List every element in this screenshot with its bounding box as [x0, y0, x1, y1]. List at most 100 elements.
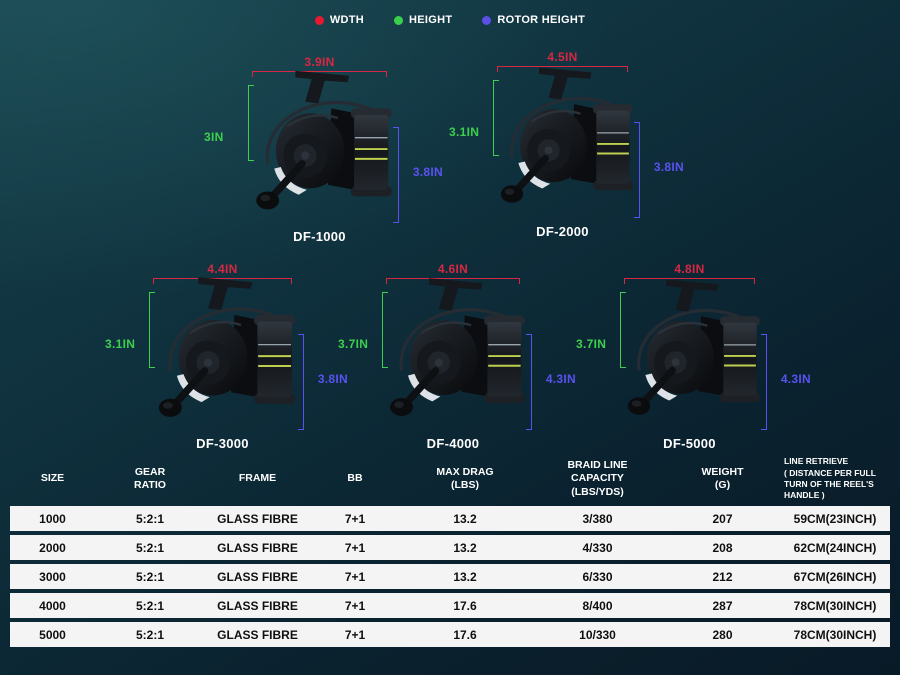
cell-bb: 7+1 — [344, 569, 366, 584]
cell-size: 1000 — [39, 511, 66, 526]
reel-image — [240, 67, 403, 223]
cell-max-drag: 17.6 — [453, 627, 477, 642]
cell-bb: 7+1 — [344, 598, 366, 613]
legend-label: HEIGHT — [409, 14, 453, 26]
cell-frame: GLASS FIBRE — [217, 598, 298, 613]
cell-max-drag: 13.2 — [453, 540, 477, 555]
height-dimension-label: 3.7IN — [338, 337, 369, 351]
cell-bb: 7+1 — [344, 540, 366, 555]
header-frame: FRAME — [238, 472, 277, 485]
cell-frame: GLASS FIBRE — [217, 627, 298, 642]
cell-bb: 7+1 — [344, 511, 366, 526]
cell-gear-ratio: 5:2:1 — [135, 540, 164, 555]
table-header-row: SIZE GEAR RATIO FRAME BB MAX DRAG (LBS) … — [10, 455, 890, 503]
cell-gear-ratio: 5:2:1 — [135, 627, 164, 642]
header-size: SIZE — [40, 472, 65, 485]
cell-line-retrieve: 62CM(24INCH) — [793, 540, 877, 555]
rotor-height-dimension-label: 3.8IN — [412, 165, 443, 179]
reel-figure-df-4000: 4.6IN 3.7IN 4.3IN DF-4000 — [338, 262, 576, 451]
cell-weight: 212 — [712, 569, 733, 584]
rotor-height-dimension-label: 4.3IN — [780, 372, 811, 386]
width-dimension-label: 4.4IN — [207, 262, 238, 276]
table-row: 5000 5:2:1 GLASS FIBRE 7+1 17.6 10/330 2… — [10, 622, 890, 647]
rotor-height-legend-dot-icon — [482, 15, 492, 25]
header-max-drag: MAX DRAG (LBS) — [436, 465, 494, 491]
model-label: DF-5000 — [663, 436, 716, 451]
height-legend-dot-icon — [394, 15, 404, 25]
rotor-height-bracket — [393, 127, 399, 223]
height-dimension-label: 3.7IN — [576, 337, 607, 351]
width-dimension: 4.4IN — [153, 262, 292, 284]
reel-figure-df-5000: 4.8IN 3.7IN 4.3IN DF-5000 — [576, 262, 811, 451]
cell-frame: GLASS FIBRE — [217, 569, 298, 584]
cell-gear-ratio: 5:2:1 — [135, 511, 164, 526]
table-row: 3000 5:2:1 GLASS FIBRE 7+1 13.2 6/330 21… — [10, 564, 890, 589]
cell-weight: 208 — [712, 540, 733, 555]
cell-frame: GLASS FIBRE — [217, 540, 298, 555]
cell-line-retrieve: 59CM(23INCH) — [793, 511, 877, 526]
table-row: 4000 5:2:1 GLASS FIBRE 7+1 17.6 8/400 28… — [10, 593, 890, 618]
width-legend-dot-icon — [314, 15, 324, 25]
header-line-retrieve: LINE RETRIEVE ( DISTANCE PER FULL TURN O… — [784, 456, 876, 501]
width-bracket — [624, 278, 755, 284]
cell-size: 4000 — [39, 598, 66, 613]
width-dimension: 4.8IN — [624, 262, 755, 284]
legend: WDTH HEIGHT ROTOR HEIGHT — [0, 14, 900, 26]
cell-weight: 207 — [712, 511, 733, 526]
height-bracket — [149, 292, 155, 368]
reel-image — [141, 274, 308, 430]
cell-frame: GLASS FIBRE — [217, 511, 298, 526]
width-bracket — [386, 278, 520, 284]
cell-max-drag: 13.2 — [453, 511, 477, 526]
rotor-height-bracket — [298, 334, 304, 430]
cell-weight: 287 — [712, 598, 733, 613]
cell-size: 5000 — [39, 627, 66, 642]
reel-figure-df-3000: 4.4IN 3.1IN 3.8IN DF-3000 — [105, 262, 348, 451]
rotor-height-bracket — [634, 122, 640, 218]
header-bb: BB — [347, 472, 363, 485]
cell-line-retrieve: 78CM(30INCH) — [793, 627, 877, 642]
reel-image — [485, 62, 644, 218]
rotor-height-dimension-label: 3.8IN — [653, 160, 684, 174]
model-label: DF-1000 — [293, 229, 346, 244]
height-dimension-label: 3.1IN — [449, 125, 480, 139]
legend-label: WDTH — [329, 14, 365, 26]
cell-bb: 7+1 — [344, 627, 366, 642]
height-dimension-label: 3.1IN — [105, 337, 136, 351]
height-bracket — [248, 85, 254, 161]
width-dimension-label: 4.8IN — [674, 262, 705, 276]
rotor-height-dimension-label: 4.3IN — [545, 372, 576, 386]
width-dimension-label: 4.5IN — [547, 50, 578, 64]
cell-braid-line-capacity: 8/400 — [582, 598, 613, 613]
model-label: DF-3000 — [196, 436, 249, 451]
spec-table: SIZE GEAR RATIO FRAME BB MAX DRAG (LBS) … — [10, 455, 890, 651]
cell-braid-line-capacity: 10/330 — [579, 627, 616, 642]
header-gear-ratio: GEAR RATIO — [134, 465, 166, 491]
width-bracket — [252, 71, 387, 77]
height-dimension-label: 3IN — [204, 130, 224, 144]
reel-image — [374, 274, 536, 430]
reel-figure-df-1000: 3.9IN 3IN 3.8IN DF-1000 — [204, 55, 443, 244]
height-bracket — [620, 292, 626, 368]
legend-item-height: HEIGHT — [394, 14, 452, 26]
model-label: DF-2000 — [536, 224, 589, 239]
rotor-height-dimension-label: 3.8IN — [317, 372, 348, 386]
rotor-height-bracket — [526, 334, 532, 430]
legend-item-width: WDTH — [314, 14, 365, 26]
height-bracket — [493, 80, 499, 156]
reel-figure-df-2000: 4.5IN 3.1IN 3.8IN DF-2000 — [449, 50, 684, 239]
cell-max-drag: 17.6 — [453, 598, 477, 613]
width-dimension-label: 4.6IN — [437, 262, 469, 276]
cell-size: 3000 — [39, 569, 66, 584]
cell-line-retrieve: 67CM(26INCH) — [793, 569, 877, 584]
cell-braid-line-capacity: 3/380 — [582, 511, 613, 526]
cell-line-retrieve: 78CM(30INCH) — [793, 598, 877, 613]
table-row: 2000 5:2:1 GLASS FIBRE 7+1 13.2 4/330 20… — [10, 535, 890, 560]
legend-label: ROTOR HEIGHT — [497, 14, 586, 26]
width-dimension: 3.9IN — [252, 55, 387, 77]
width-bracket — [153, 278, 292, 284]
model-label: DF-4000 — [426, 436, 480, 451]
cell-weight: 280 — [712, 627, 733, 642]
table-row: 1000 5:2:1 GLASS FIBRE 7+1 13.2 3/380 20… — [10, 506, 890, 531]
header-weight: WEIGHT (G) — [701, 465, 744, 491]
